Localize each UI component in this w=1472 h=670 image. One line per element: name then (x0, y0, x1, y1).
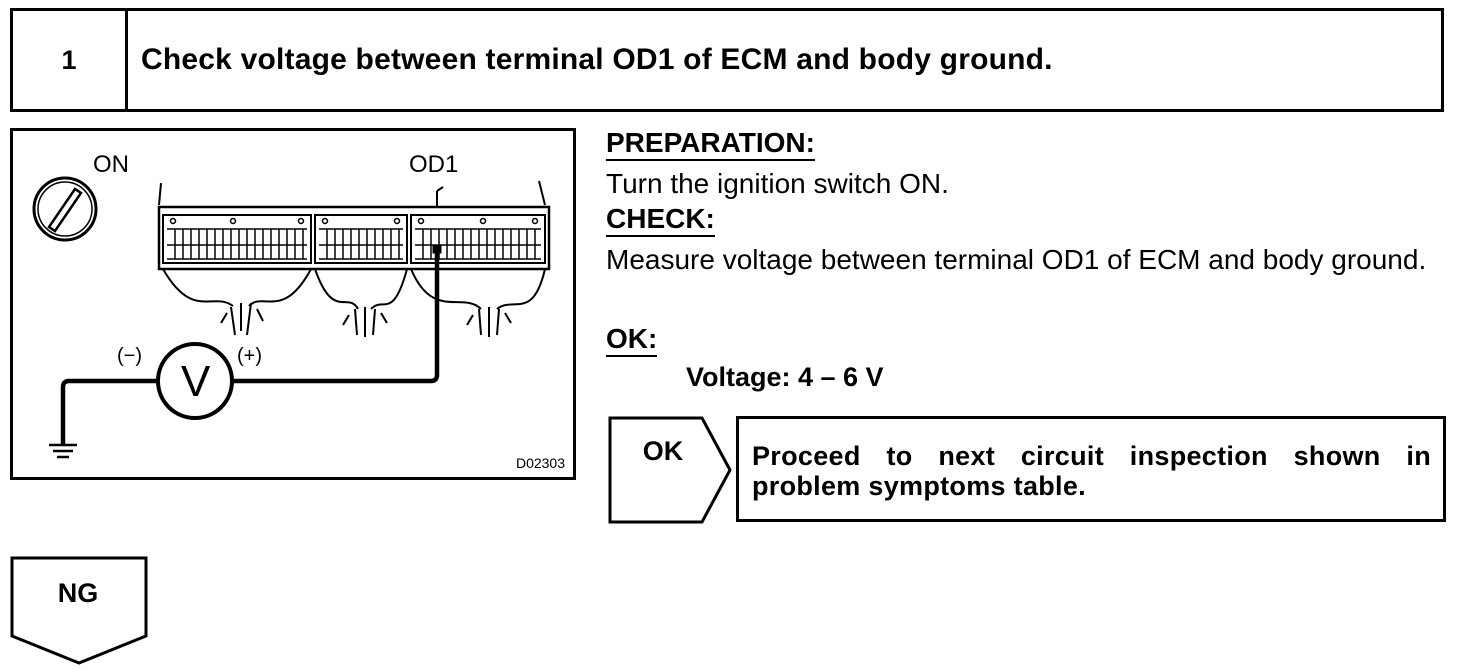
positive-lead-label: (+) (237, 345, 262, 367)
ecm-connector-drawing (32, 176, 551, 459)
switch-on-label: ON (93, 151, 129, 178)
ok-tag-label: OK (642, 436, 684, 466)
negative-lead-label: (−) (117, 345, 142, 367)
preparation-heading: PREPARATION: (606, 128, 815, 161)
step-header: 1 Check voltage between terminal OD1 of … (10, 8, 1444, 112)
wiring-diagram: ON OD1 V (−) (+) D02303 (10, 128, 576, 480)
ok-arrow-tag (608, 416, 732, 524)
ecm-connector-icon (49, 180, 551, 459)
voltmeter-symbol: V (181, 357, 211, 406)
check-text: Measure voltage between terminal OD1 of … (606, 244, 1427, 275)
preparation-text: Turn the ignition switch ON. (606, 168, 949, 199)
voltage-spec: Voltage: 4 – 6 V (686, 362, 884, 392)
check-heading: CHECK: (606, 204, 715, 237)
ok-heading: OK: (606, 324, 658, 357)
ng-arrow-tag (10, 556, 148, 665)
ng-tag-label: NG (57, 578, 99, 608)
step-title: Check voltage between terminal OD1 of EC… (141, 43, 1053, 76)
step-number: 1 (13, 11, 128, 109)
terminal-od1-label: OD1 (409, 151, 459, 178)
ok-result-box: Proceed to next circuit inspection shown… (736, 416, 1446, 522)
ignition-switch-icon (32, 176, 98, 242)
figure-id: D02303 (515, 455, 565, 471)
